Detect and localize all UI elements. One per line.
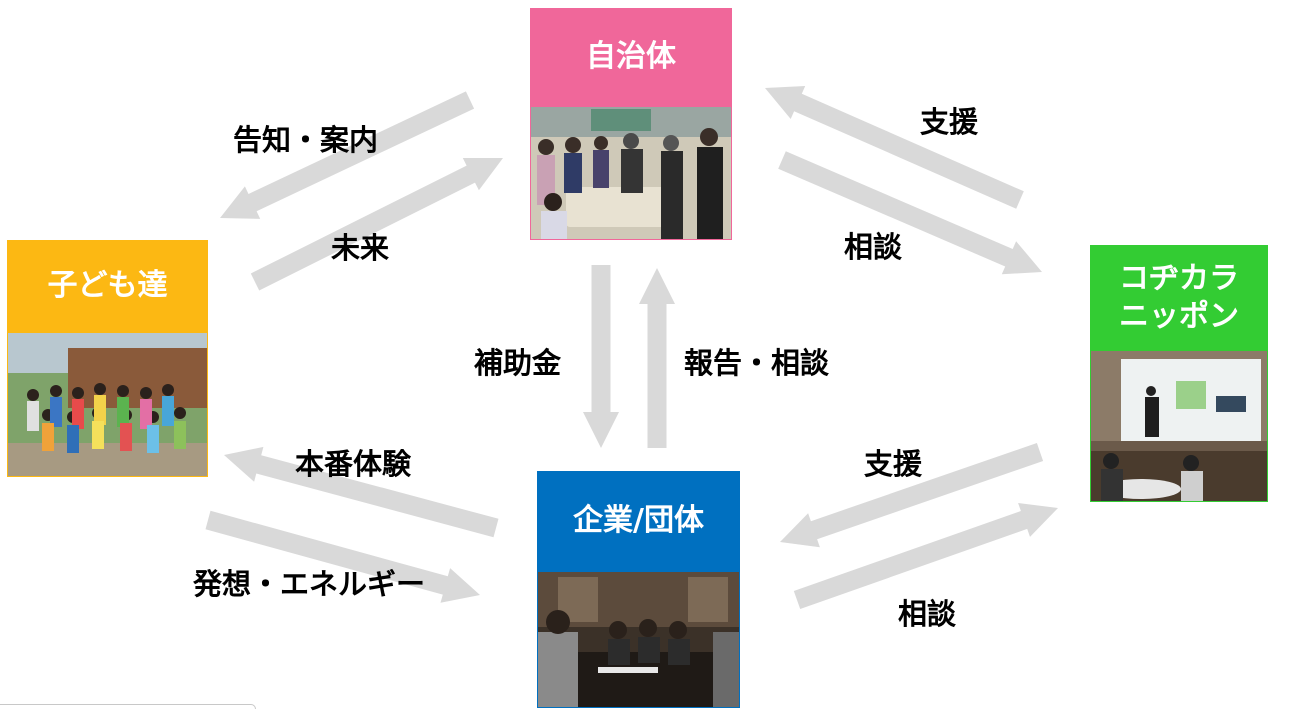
scrollbar-hint[interactable] [0,704,256,709]
arrow-subsidy [583,265,619,448]
company-photo [537,571,740,708]
arrow-consult-top [778,151,1042,275]
company-label: 企業/団体 [537,471,740,571]
edge-label-ideas: 発想・エネルギー [193,567,426,601]
company-node: 企業/団体 [537,471,740,708]
edge-label-support-bottom: 支援 [864,447,923,481]
arrow-experience [224,446,499,538]
arrow-ideas [205,510,480,603]
kodikara-label-line2: ニッポン [1119,298,1239,334]
kodikara-node: コヂカラ ニッポン [1090,245,1268,502]
arrow-support-top [765,86,1024,209]
municipality-label: 自治体 [530,8,732,106]
arrow-announce [220,91,475,219]
edge-label-support-top: 支援 [920,105,979,139]
edge-label-consult-bottom: 相談 [898,597,957,631]
edge-label-report: 報告・相談 [684,346,830,380]
edge-label-consult-top: 相談 [844,230,903,264]
arrow-consult-bottom [793,503,1058,609]
arrow-future [250,158,503,291]
children-photo [7,332,208,477]
edge-label-subsidy: 補助金 [474,346,562,380]
edge-label-future: 未来 [331,231,390,265]
municipality-node: 自治体 [530,8,732,240]
edge-label-experience: 本番体験 [295,447,412,481]
kodikara-label-line1: コヂカラ [1119,261,1239,296]
arrow-report [639,268,675,448]
children-label: 子ども達 [7,240,208,332]
municipality-photo [530,106,732,240]
kodikara-label: コヂカラ ニッポン [1090,245,1268,350]
kodikara-photo [1090,350,1268,502]
children-node: 子ども達 [7,240,208,477]
edge-label-announce: 告知・案内 [233,123,379,157]
arrow-support-bottom [780,443,1044,548]
